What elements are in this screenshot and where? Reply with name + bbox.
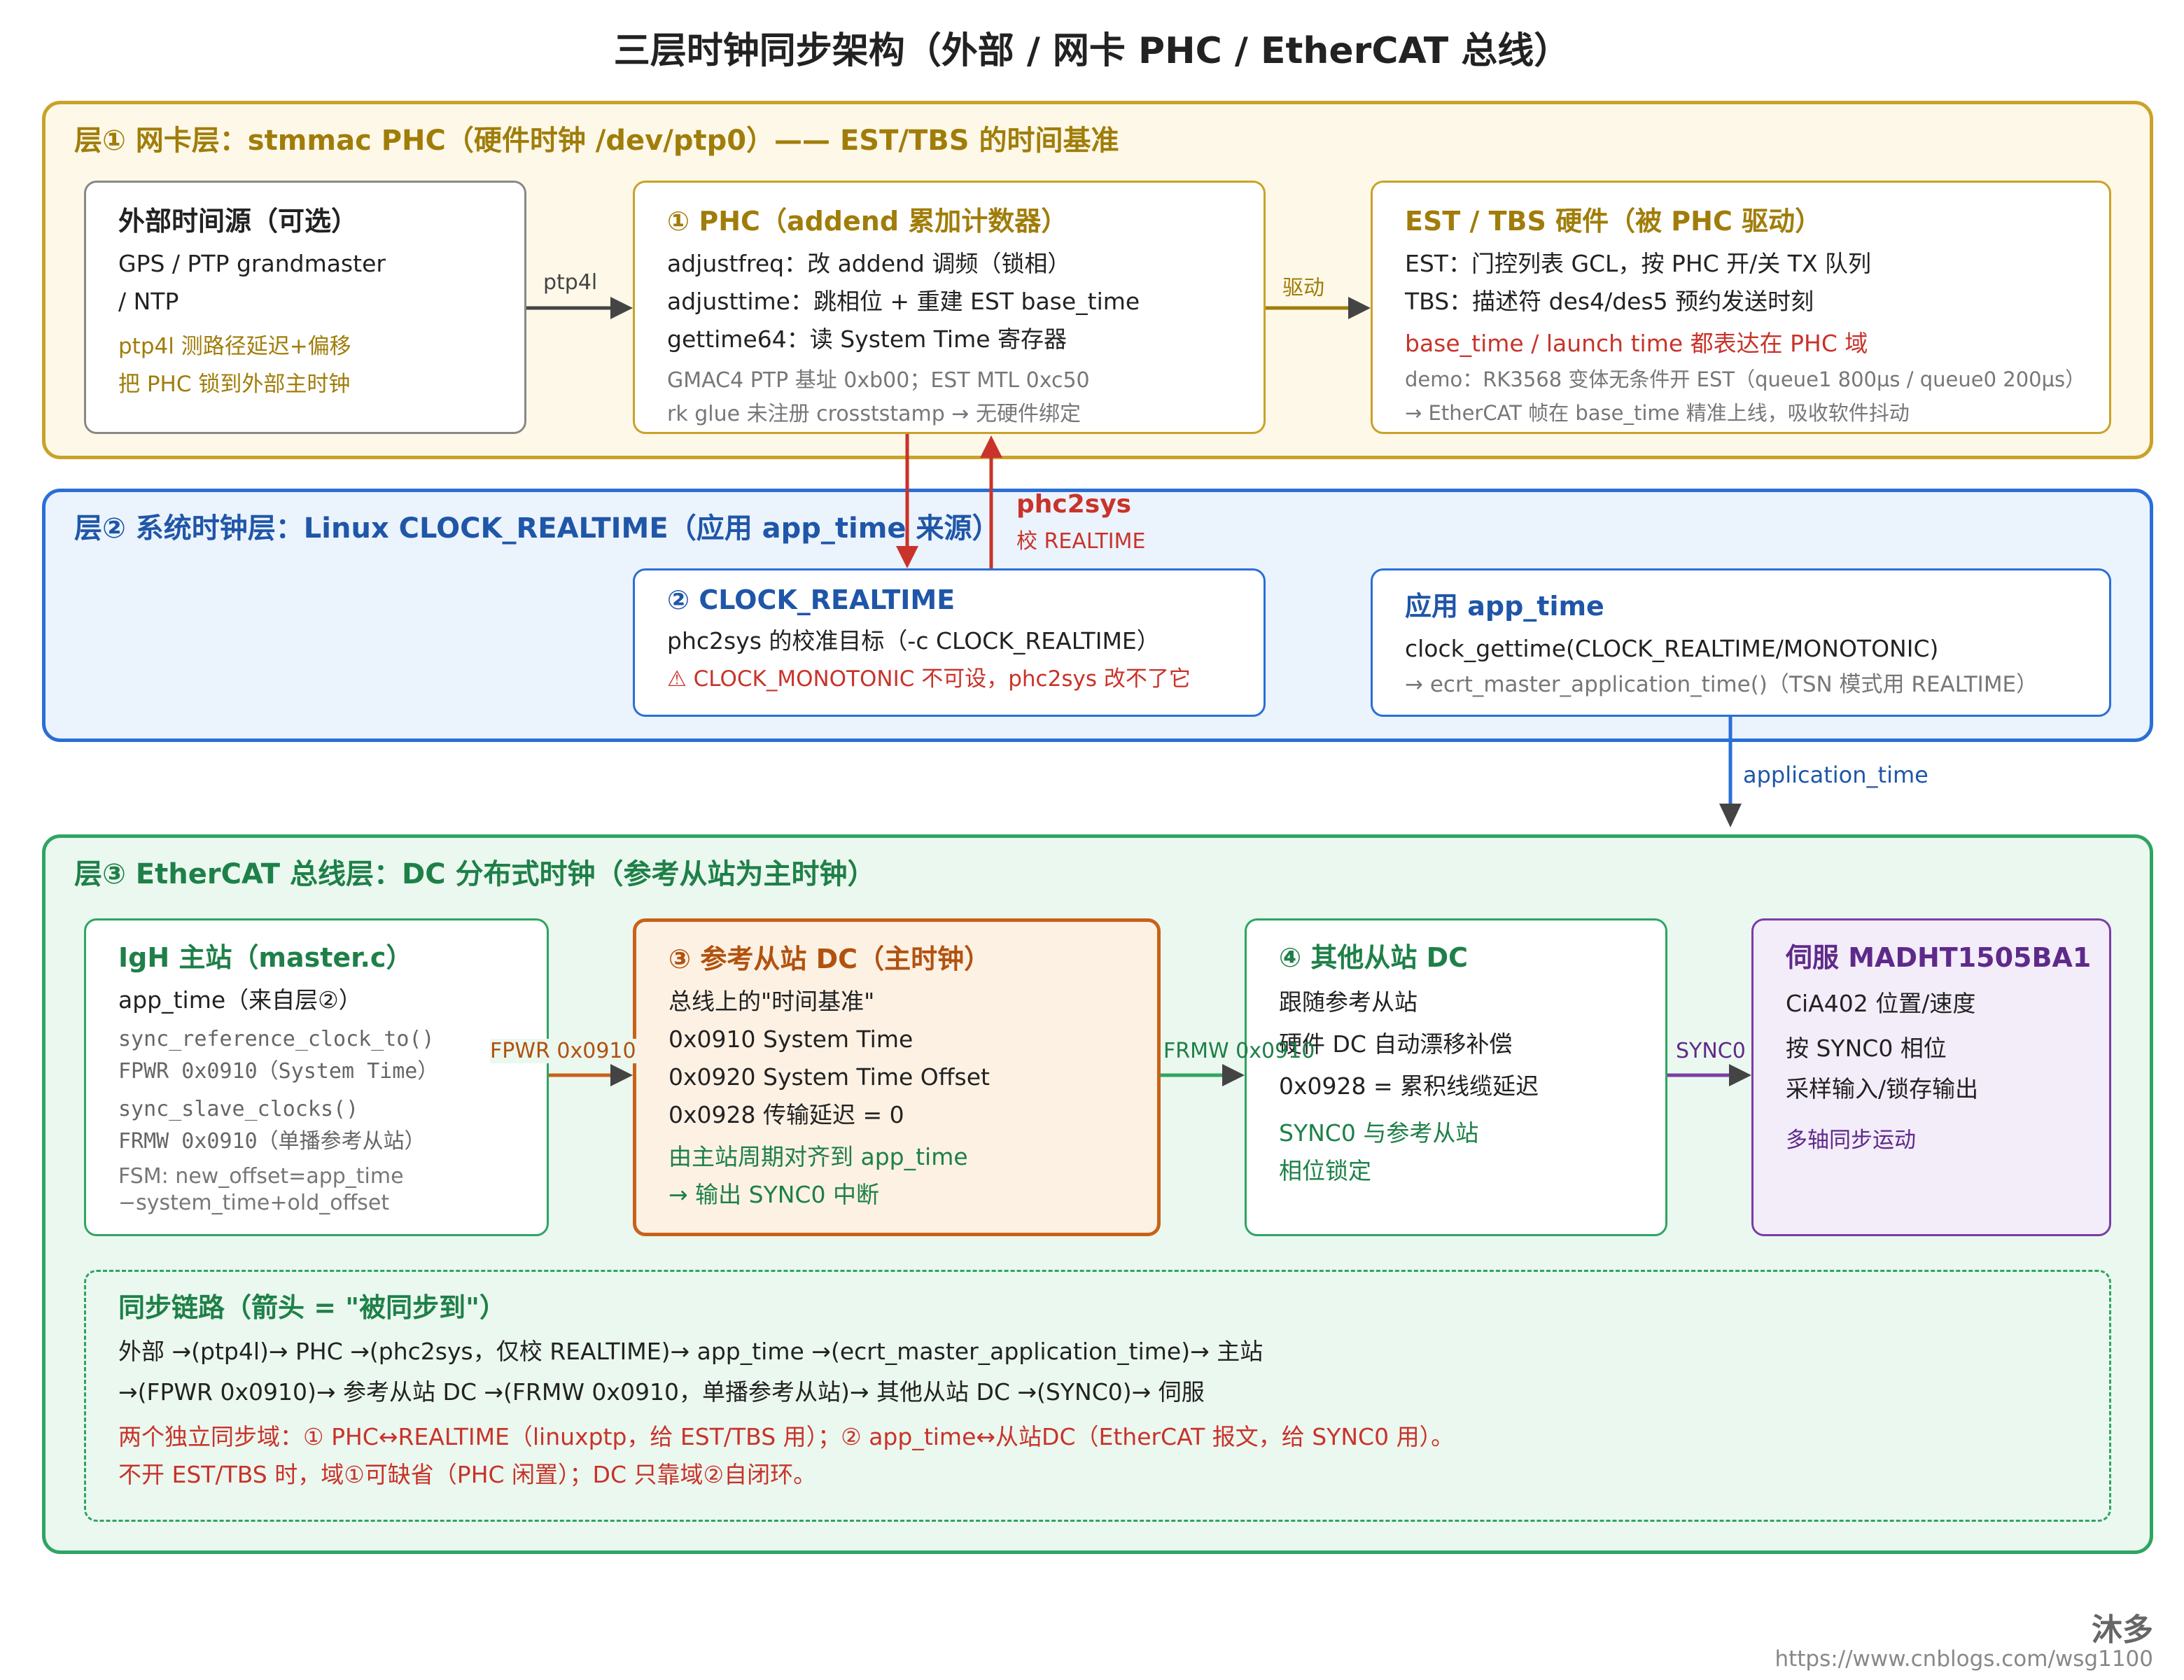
arrow-label-fpwr: FPWR 0x0910	[490, 1039, 636, 1063]
external-source-box: 外部时间源（可选） GPS / PTP grandmaster / NTP pt…	[84, 181, 526, 434]
clock-realtime-warning: ⚠ CLOCK_MONOTONIC 不可设，phc2sys 改不了它	[667, 666, 1191, 692]
app-time-note: → ecrt_master_application_time()（TSN 模式用…	[1405, 672, 2038, 697]
other-slaves-line: 0x0928 = 累积线缆延迟	[1279, 1072, 1539, 1100]
phc-box: ① PHC（addend 累加计数器） adjustfreq：改 addend …	[633, 181, 1266, 434]
igh-master-box: IgH 主站（master.c） app_time（来自层②） sync_ref…	[84, 918, 549, 1236]
other-slaves-line: 硬件 DC 自动漂移补偿	[1279, 1030, 1513, 1058]
layer3-title: 层③ EtherCAT 总线层：DC 分布式时钟（参考从站为主时钟）	[74, 858, 876, 890]
external-source-note: 把 PHC 锁到外部主时钟	[118, 372, 351, 397]
layer1-title: 层① 网卡层：stmmac PHC（硬件时钟 /dev/ptp0）—— EST/…	[74, 125, 1119, 157]
igh-master-code: sync_slave_clocks()	[118, 1097, 359, 1121]
app-time-line: clock_gettime(CLOCK_REALTIME/MONOTONIC)	[1405, 635, 1939, 662]
est-tbs-line: TBS：描述符 des4/des5 预约发送时刻	[1405, 288, 1814, 315]
phc-note: rk glue 未注册 crosststamp → 无硬件绑定	[667, 402, 1081, 426]
servo-title: 伺服 MADHT1505BA1	[1786, 942, 2092, 973]
igh-master-code: sync_reference_clock_to()	[118, 1027, 435, 1051]
servo-line: CiA402 位置/速度	[1786, 990, 1976, 1017]
est-tbs-title: EST / TBS 硬件（被 PHC 驱动）	[1405, 206, 1822, 237]
arrow-label-application-time: application_time	[1743, 762, 1928, 788]
page-title: 三层时钟同步架构（外部 / 网卡 PHC / EtherCAT 总线）	[613, 30, 1571, 72]
arrow-label-phc2sys: phc2sys	[1016, 490, 1132, 519]
est-tbs-note: demo：RK3568 变体无条件开 EST（queue1 800µs / qu…	[1405, 368, 2086, 391]
arrow-sync0-head	[1729, 1064, 1751, 1086]
other-slaves-note: SYNC0 与参考从站	[1279, 1119, 1479, 1147]
clock-realtime-line: phc2sys 的校准目标（-c CLOCK_REALTIME）	[667, 627, 1160, 654]
est-tbs-note: → EtherCAT 帧在 base_time 精准上线，吸收软件抖动	[1405, 401, 1910, 425]
arrow-application-time-head	[1719, 804, 1742, 827]
phc-line: gettime64：读 System Time 寄存器	[667, 326, 1068, 353]
other-slaves-line: 跟随参考从站	[1279, 988, 1418, 1016]
arrow-label-ptp4l: ptp4l	[543, 270, 598, 295]
reference-slave-title: ③ 参考从站 DC（主时钟）	[668, 944, 991, 974]
est-tbs-line: EST：门控列表 GCL，按 PHC 开/关 TX 队列	[1405, 250, 1872, 277]
arrow-label-sync0: SYNC0	[1676, 1039, 1746, 1063]
servo-note: 多轴同步运动	[1786, 1128, 1916, 1153]
footer-author: 沐多	[2092, 1612, 2153, 1648]
reference-slave-line: 0x0910 System Time	[668, 1026, 913, 1053]
app-time-box: 应用 app_time clock_gettime(CLOCK_REALTIME…	[1371, 568, 2111, 717]
arrow-label-frmw: FRMW 0x0910	[1163, 1039, 1315, 1063]
arrow-label-drive: 驱动	[1282, 276, 1324, 300]
footer-url[interactable]: https://www.cnblogs.com/wsg1100	[1774, 1646, 2153, 1672]
phc-line: adjustfreq：改 addend 调频（锁相）	[667, 250, 1071, 277]
external-source-title: 外部时间源（可选）	[118, 206, 358, 237]
arrow-ptp4l-head	[610, 297, 633, 319]
sync-chain-domain-note: 不开 EST/TBS 时，域①可缺省（PHC 闲置）；DC 只靠域②自闭环。	[118, 1461, 817, 1488]
other-slaves-note: 相位锁定	[1279, 1157, 1371, 1184]
est-tbs-highlight: base_time / launch time 都表达在 PHC 域	[1405, 330, 1868, 357]
external-source-line: / NTP	[118, 288, 179, 315]
igh-master-note: −system_time+old_offset	[118, 1191, 390, 1215]
sync-chain-title: 同步链路（箭头 = "被同步到"）	[118, 1292, 506, 1323]
reference-slave-line: 0x0920 System Time Offset	[668, 1063, 990, 1091]
sync-chain-box: 同步链路（箭头 = "被同步到"） 外部 →(ptp4l)→ PHC →(phc…	[84, 1270, 2111, 1522]
external-source-note: ptp4l 测路径延迟+偏移	[118, 334, 351, 359]
reference-slave-box: ③ 参考从站 DC（主时钟） 总线上的"时间基准" 0x0910 System …	[633, 918, 1161, 1236]
external-source-line: GPS / PTP grandmaster	[118, 250, 386, 277]
clock-realtime-title: ② CLOCK_REALTIME	[667, 584, 955, 615]
reference-slave-note: 由主站周期对齐到 app_time	[668, 1143, 968, 1170]
servo-box: 伺服 MADHT1505BA1 CiA402 位置/速度 按 SYNC0 相位 …	[1751, 918, 2111, 1236]
igh-master-code: FRMW 0x0910（单播参考从站）	[118, 1129, 426, 1154]
est-tbs-box: EST / TBS 硬件（被 PHC 驱动） EST：门控列表 GCL，按 PH…	[1371, 181, 2111, 434]
arrow-phc-to-realtime-head	[896, 546, 918, 568]
igh-master-note: FSM: new_offset=app_time	[118, 1164, 404, 1189]
phc-title: ① PHC（addend 累加计数器）	[667, 206, 1068, 237]
app-time-title: 应用 app_time	[1405, 591, 1604, 622]
phc-note: GMAC4 PTP 基址 0xb00；EST MTL 0xc50	[667, 368, 1090, 393]
arrow-label-phc2sys-sub: 校 REALTIME	[1016, 529, 1146, 554]
other-slaves-box: ④ 其他从站 DC 跟随参考从站 硬件 DC 自动漂移补偿 0x0928 = 累…	[1245, 918, 1667, 1236]
reference-slave-line: 总线上的"时间基准"	[668, 988, 875, 1015]
igh-master-code: FPWR 0x0910（System Time）	[118, 1059, 439, 1084]
arrow-phc2sys-head	[980, 435, 1002, 458]
sync-chain-line: 外部 →(ptp4l)→ PHC →(phc2sys，仅校 REALTIME)→…	[118, 1338, 1264, 1365]
clock-realtime-box: ② CLOCK_REALTIME phc2sys 的校准目标（-c CLOCK_…	[633, 568, 1266, 717]
sync-chain-domain-note: 两个独立同步域：① PHC↔REALTIME（linuxptp，给 EST/TB…	[118, 1423, 1455, 1450]
sync-chain-line: →(FPWR 0x0910)→ 参考从站 DC →(FRMW 0x0910，单播…	[118, 1378, 1205, 1406]
reference-slave-line: 0x0928 传输延迟 = 0	[668, 1101, 904, 1128]
arrow-drive-head	[1348, 297, 1371, 319]
igh-master-title: IgH 主站（master.c）	[118, 942, 413, 973]
servo-line: 按 SYNC0 相位	[1786, 1035, 1947, 1062]
arrow-fpwr-head	[610, 1064, 633, 1086]
reference-slave-note: → 输出 SYNC0 中断	[668, 1181, 879, 1208]
layer2-title: 层② 系统时钟层：Linux CLOCK_REALTIME（应用 app_tim…	[74, 512, 1000, 545]
servo-line: 采样输入/锁存输出	[1786, 1075, 1979, 1102]
phc-line: adjusttime：跳相位 + 重建 EST base_time	[667, 288, 1140, 315]
igh-master-line: app_time（来自层②）	[118, 986, 362, 1014]
other-slaves-title: ④ 其他从站 DC	[1279, 942, 1469, 973]
arrow-frmw-head	[1222, 1064, 1245, 1086]
